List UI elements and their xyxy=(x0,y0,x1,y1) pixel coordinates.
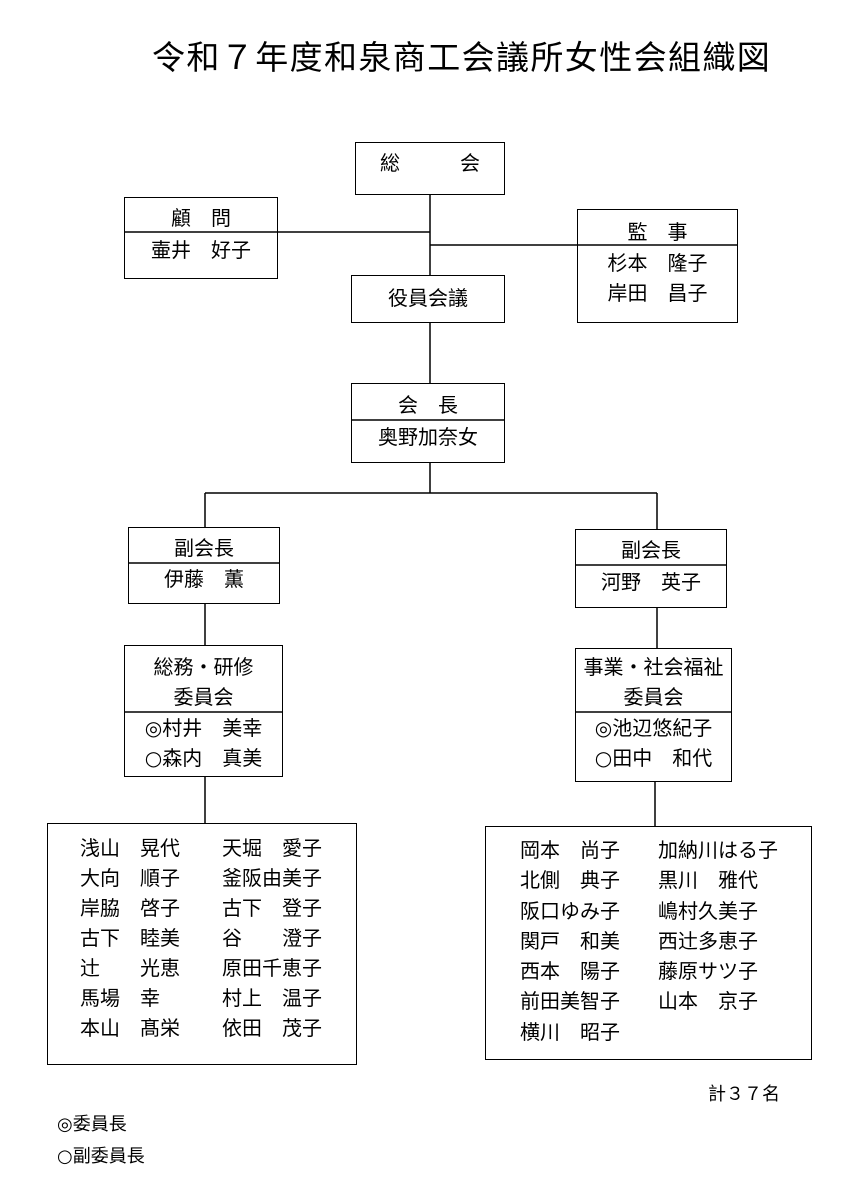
member-name: 原田千恵子 xyxy=(222,956,322,980)
vice-president-left-box xyxy=(128,527,280,604)
member-name: 天堀 愛子 xyxy=(222,836,322,860)
member-name: 横川 昭子 xyxy=(520,1020,620,1044)
member-name: 藤原サツ子 xyxy=(658,959,758,983)
committee-left-vice-chair: ○森内 真美 xyxy=(144,746,263,770)
committee-right-name-line2: 委員会 xyxy=(623,685,684,709)
officers-meeting-box xyxy=(351,275,505,323)
vice-president-right-name: 河野 英子 xyxy=(601,570,701,594)
president-name: 奥野加奈女 xyxy=(378,425,478,449)
member-name: 西辻多恵子 xyxy=(658,929,758,953)
committee-right-chair: ◎池辺悠紀子 xyxy=(594,716,713,740)
member-name: 関戸 和美 xyxy=(520,929,620,953)
committee-left-members-box xyxy=(47,823,357,1065)
legend-vice-chair: ○副委員長 xyxy=(57,1146,145,1167)
member-name: 辻 光恵 xyxy=(80,956,180,980)
member-name: 谷 澄子 xyxy=(222,926,322,950)
advisor-box xyxy=(124,197,278,279)
member-name: 古下 登子 xyxy=(222,896,322,920)
member-name: 西本 陽子 xyxy=(520,959,620,983)
advisor-title: 顧 問 xyxy=(171,206,231,230)
vice-president-left-title: 副会長 xyxy=(174,536,234,560)
member-name: 前田美智子 xyxy=(520,989,620,1013)
member-name: 馬場 幸 xyxy=(80,986,160,1010)
committee-business-welfare-box xyxy=(575,648,732,782)
committee-left-name-line1: 総務・研修 xyxy=(153,655,254,679)
committee-general-affairs-box xyxy=(124,645,283,777)
vice-president-right-box xyxy=(575,529,727,608)
member-name: 阪口ゆみ子 xyxy=(520,899,620,923)
committee-right-name-line1: 事業・社会福祉 xyxy=(583,655,724,679)
general-assembly-label: 総 会 xyxy=(380,151,480,175)
committee-right-members-box xyxy=(485,826,812,1060)
auditor-name: 杉本 隆子 xyxy=(607,251,708,275)
member-name: 岸脇 啓子 xyxy=(80,896,180,920)
member-name: 北側 典子 xyxy=(520,868,620,892)
committee-left-chair: ◎村井 美幸 xyxy=(144,716,263,740)
member-name: 村上 温子 xyxy=(222,986,322,1010)
auditors-title: 監 事 xyxy=(627,220,688,244)
committee-left-name-line2: 委員会 xyxy=(173,685,234,709)
member-name: 嶋村久美子 xyxy=(658,899,758,923)
member-name: 浅山 晃代 xyxy=(80,836,180,860)
officers-meeting-label: 役員会議 xyxy=(388,286,468,310)
general-assembly-box xyxy=(355,142,505,195)
legend-chair: ◎委員長 xyxy=(57,1114,127,1135)
member-name: 岡本 尚子 xyxy=(520,838,620,862)
chart-title: 令和７年度和泉商工会議所女性会組織図 xyxy=(152,38,772,77)
vice-president-left-name: 伊藤 薫 xyxy=(164,567,244,591)
vice-president-right-title: 副会長 xyxy=(621,538,681,562)
member-name: 釜阪由美子 xyxy=(222,866,322,890)
auditors-box xyxy=(577,209,738,323)
member-total: 計３７名 xyxy=(708,1084,780,1105)
president-title: 会 長 xyxy=(398,393,458,417)
auditor-name: 岸田 昌子 xyxy=(607,281,708,305)
member-name: 黒川 雅代 xyxy=(658,868,758,892)
member-name: 古下 睦美 xyxy=(80,926,180,950)
member-name: 大向 順子 xyxy=(80,866,180,890)
committee-right-vice-chair: ○田中 和代 xyxy=(594,746,713,770)
president-box xyxy=(351,383,505,463)
member-name: 加納川はる子 xyxy=(658,838,778,862)
member-name: 山本 京子 xyxy=(658,989,758,1013)
member-name: 依田 茂子 xyxy=(222,1016,322,1040)
advisor-name: 壷井 好子 xyxy=(151,238,251,262)
member-name: 本山 髙栄 xyxy=(80,1016,180,1040)
